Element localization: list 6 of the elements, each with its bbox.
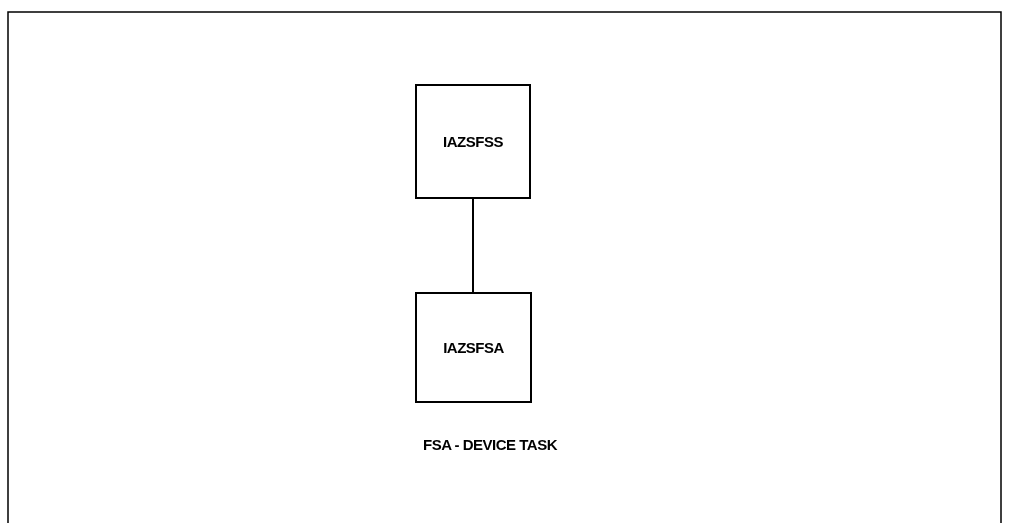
module-box [415, 292, 532, 403]
module-caption: FSA - DEVICE TASK [423, 435, 558, 455]
module-name: IAZSFSA [443, 339, 504, 356]
module-name: IAZSFSS [443, 133, 503, 150]
connector-line [472, 198, 474, 293]
module-box [415, 84, 531, 199]
